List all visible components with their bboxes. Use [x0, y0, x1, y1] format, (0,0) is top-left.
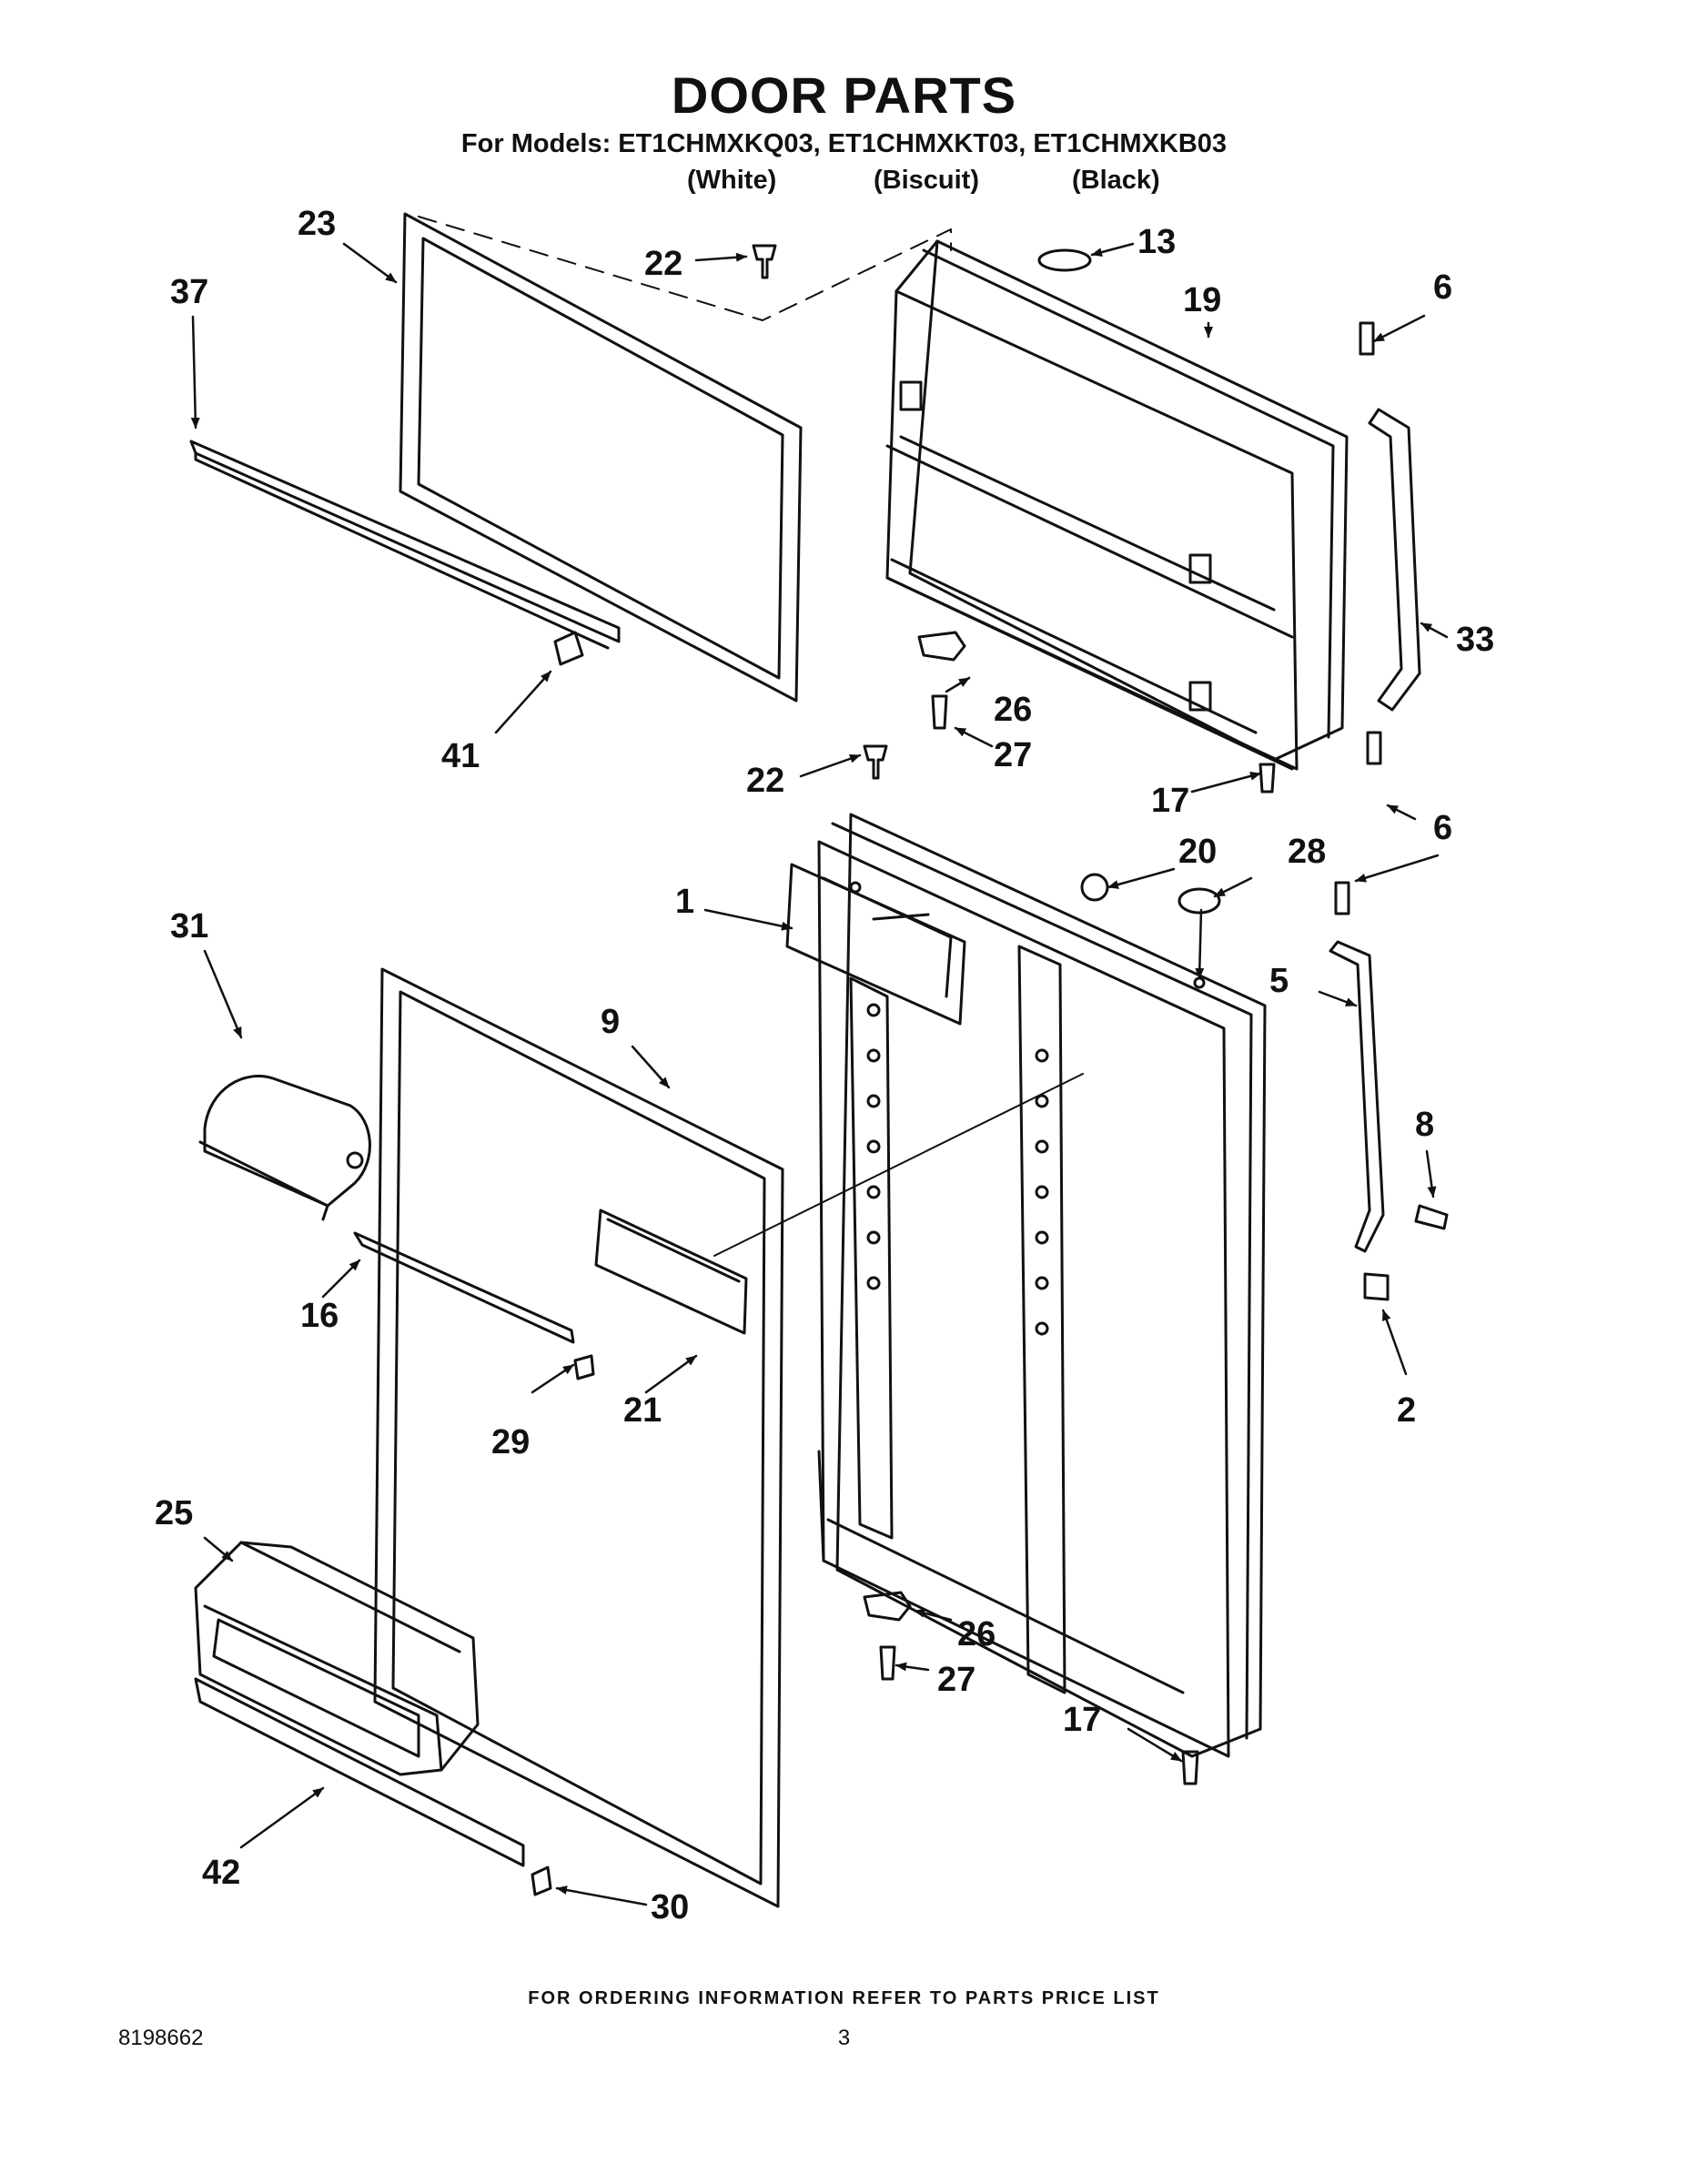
callout-20: 20: [1178, 833, 1217, 871]
callout-5: 5: [1269, 962, 1289, 1000]
callout-2: 2: [1397, 1391, 1416, 1430]
callout-26-upper: 26: [994, 691, 1032, 729]
part-8-screw: [1414, 1204, 1449, 1230]
part-20-plug: [1080, 873, 1109, 902]
part-26-hinge-lower: [863, 1591, 912, 1622]
part-17-screw-lower: [1181, 1750, 1199, 1785]
callout-37: 37: [170, 273, 208, 311]
callout-17-upper: 17: [1151, 782, 1189, 820]
part-21-shelf-front: [594, 1208, 748, 1335]
part-2-clip: [1363, 1272, 1390, 1301]
callout-31: 31: [170, 907, 208, 945]
part-22-door-stop-top: [752, 244, 777, 279]
callout-27-lower: 27: [937, 1661, 975, 1699]
part-26-hinge-upper: [917, 631, 966, 662]
callout-26-lower: 26: [957, 1615, 996, 1653]
part-28-plug: [1178, 887, 1221, 915]
document-number: 8198662: [118, 2026, 204, 2050]
part-25-door-bin: [194, 1541, 480, 1776]
callout-22-mid: 22: [746, 762, 784, 800]
ordering-note: FOR ORDERING INFORMATION REFER TO PARTS …: [528, 1988, 1160, 2008]
callout-1: 1: [675, 883, 694, 921]
part-41-end-cap: [553, 631, 584, 666]
callout-6-top: 6: [1433, 268, 1452, 307]
color-black: (Black): [1072, 166, 1160, 195]
part-13-plug: [1037, 248, 1092, 272]
callout-13: 13: [1137, 223, 1176, 261]
part-1-refrigerator-door: [785, 813, 1267, 1758]
color-biscuit: (Biscuit): [874, 166, 979, 195]
callout-30: 30: [651, 1888, 689, 1926]
callout-19: 19: [1183, 281, 1221, 319]
callout-21: 21: [623, 1391, 662, 1430]
callout-22-top: 22: [644, 245, 682, 283]
callout-41: 41: [441, 737, 480, 775]
models-line: For Models: ET1CHMXKQ03, ET1CHMXKT03, ET…: [460, 129, 1228, 158]
part-16-shelf-trim: [353, 1231, 575, 1344]
callout-9: 9: [601, 1003, 620, 1041]
callout-6-mid: 6: [1433, 809, 1452, 847]
callout-42: 42: [202, 1854, 240, 1892]
part-17-screw-upper: [1258, 763, 1276, 794]
color-white: (White): [687, 166, 777, 195]
page-title: DOOR PARTS: [671, 66, 1017, 124]
part-22-door-stop-mid: [863, 744, 888, 780]
part-37-trim-strip: [189, 440, 621, 650]
callout-28: 28: [1288, 833, 1326, 871]
part-27-screw-lower: [879, 1645, 896, 1681]
part-31-dairy-door: [198, 1074, 371, 1221]
part-27-screw-upper: [931, 694, 948, 730]
part-23-freezer-gasket: [399, 212, 803, 703]
callout-8: 8: [1415, 1106, 1434, 1144]
part-9-refrigerator-gasket: [373, 967, 784, 1908]
page-number: 3: [837, 2026, 851, 2050]
part-29-end-cap: [573, 1354, 595, 1380]
part-33-freezer-handle: [1359, 321, 1421, 765]
part-42-bin-trim: [194, 1677, 525, 1867]
callout-25: 25: [155, 1494, 193, 1532]
callout-33: 33: [1456, 621, 1494, 659]
part-19-freezer-door: [885, 239, 1349, 771]
part-5-refrigerator-handle: [1329, 881, 1385, 1253]
callout-29: 29: [491, 1423, 530, 1461]
callout-16: 16: [300, 1297, 339, 1335]
callout-27-upper: 27: [994, 736, 1032, 774]
callout-23: 23: [298, 205, 336, 243]
callout-17-lower: 17: [1063, 1701, 1101, 1739]
part-30-end-cap: [531, 1866, 552, 1896]
